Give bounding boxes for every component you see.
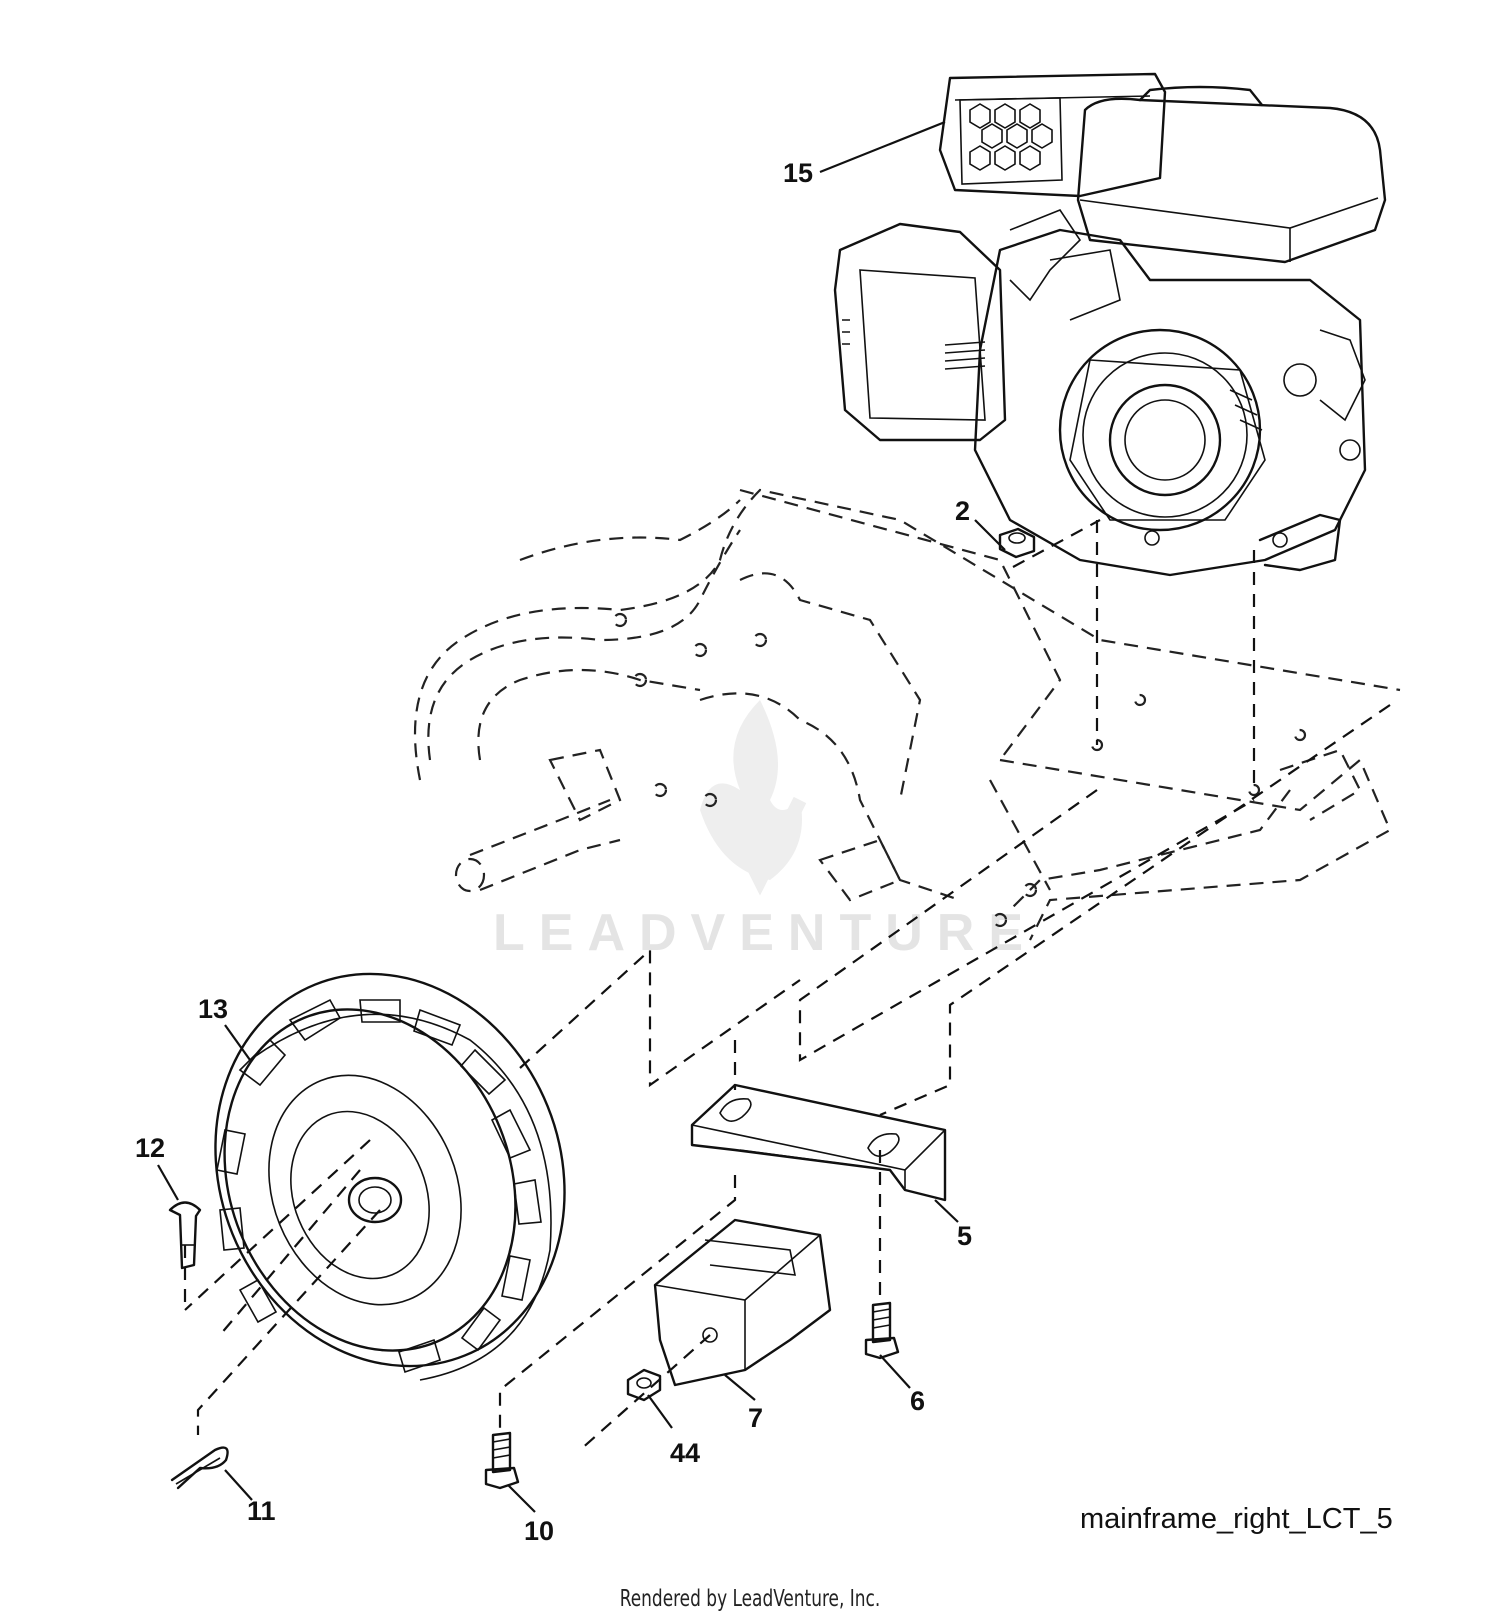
callout-2: 2 bbox=[955, 496, 970, 526]
callout-7: 7 bbox=[748, 1403, 763, 1433]
hex-nut-44 bbox=[626, 1368, 662, 1402]
footer-credit: Rendered by LeadVenture, Inc. bbox=[619, 1586, 881, 1612]
watermark: LEADVENTURE bbox=[493, 700, 1037, 962]
callout-44: 44 bbox=[670, 1438, 700, 1468]
bolt-6 bbox=[864, 1301, 900, 1360]
clevis-pin-12 bbox=[168, 1201, 202, 1270]
hairpin-clip-11 bbox=[170, 1446, 229, 1490]
callout-5: 5 bbox=[957, 1221, 972, 1251]
callout-13: 13 bbox=[198, 994, 228, 1024]
leader-lines bbox=[157, 120, 1006, 1513]
bolt-10 bbox=[484, 1431, 520, 1490]
wheel bbox=[214, 972, 566, 1381]
bracket bbox=[690, 1083, 947, 1202]
engine bbox=[833, 72, 1387, 577]
callout-12: 12 bbox=[135, 1133, 165, 1163]
callouts: 15 2 13 12 5 6 7 44 11 10 bbox=[135, 158, 972, 1546]
figure-id: mainframe_right_LCT_5 bbox=[1080, 1503, 1393, 1535]
callout-6: 6 bbox=[910, 1386, 925, 1416]
callout-11: 11 bbox=[247, 1496, 276, 1526]
explode-lines bbox=[183, 519, 1391, 1451]
watermark-text: LEADVENTURE bbox=[493, 904, 1037, 962]
callout-10: 10 bbox=[524, 1516, 554, 1546]
callout-15: 15 bbox=[783, 158, 813, 188]
weight-block bbox=[653, 1218, 832, 1387]
hex-nut-2 bbox=[998, 527, 1036, 559]
tiller-frame-outline bbox=[413, 488, 1401, 941]
